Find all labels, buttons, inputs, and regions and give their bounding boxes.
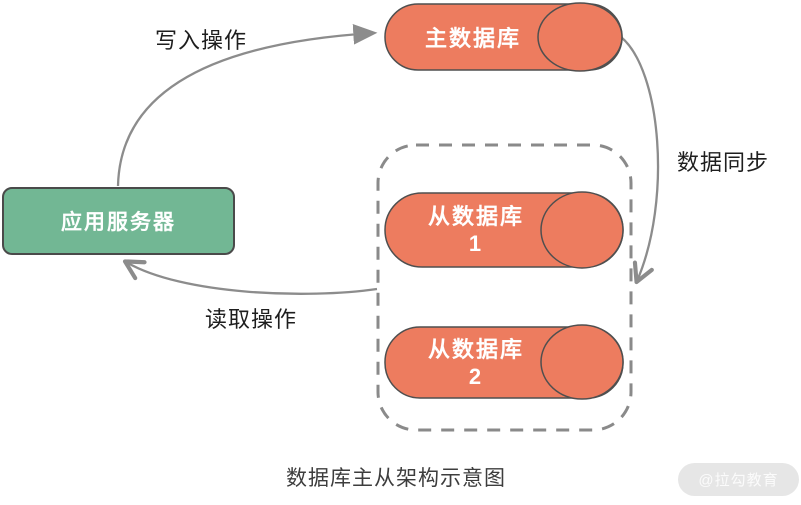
- slave-db-1-shape: [384, 191, 624, 269]
- diagram-caption: 数据库主从架构示意图: [286, 467, 506, 490]
- sync-arrow: [620, 36, 660, 285]
- read-operation-label: 读取操作: [204, 307, 297, 332]
- slave-db-1-label-text: 从数据库: [427, 204, 524, 229]
- slave-db-2-number: 2: [468, 363, 484, 389]
- app-server-label: 应用服务器: [61, 211, 176, 234]
- watermark-badge: @拉勾教育: [678, 463, 799, 496]
- read-arrow: [122, 259, 378, 295]
- slave-db-1-number: 1: [468, 231, 484, 256]
- data-sync-label: 数据同步: [676, 150, 769, 175]
- slave-db-2-label: 从数据库 2: [388, 327, 564, 398]
- watermark-text: @拉勾教育: [698, 472, 779, 489]
- slave-db-2-shape: [384, 324, 624, 400]
- slave-db-2-label-text: 从数据库: [427, 336, 524, 362]
- write-arrow: [116, 23, 378, 187]
- master-db-label-text: 主数据库: [424, 26, 521, 51]
- write-operation-label: 写入操作: [154, 28, 247, 53]
- master-db-shape: [384, 2, 623, 72]
- master-db-label: 主数据库: [385, 4, 561, 70]
- app-server-node: 应用服务器: [2, 187, 235, 255]
- slave-db-1-label: 从数据库 1: [388, 193, 564, 267]
